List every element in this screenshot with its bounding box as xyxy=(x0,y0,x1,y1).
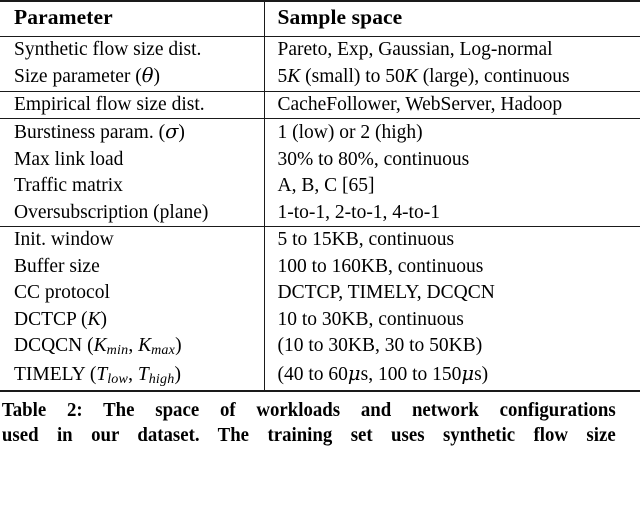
table-row: Max link load 30% to 80%, continuous xyxy=(0,146,640,174)
table-row: Burstiness param. (σ) 1 (low) or 2 (high… xyxy=(0,118,640,147)
parameter-label: Max link load xyxy=(14,148,124,170)
parameter-label: Synthetic flow size dist. xyxy=(14,38,202,60)
table-row: Size parameter (θ) 5K (small) to 50K (la… xyxy=(0,63,640,91)
parameter-label: Traffic matrix xyxy=(14,175,123,196)
cell-parameter: Init. window xyxy=(0,226,265,254)
cell-parameter: DCQCN (Kmin, Kmax) xyxy=(0,333,265,362)
cell-sample-space: 100 to 160KB, continuous xyxy=(264,254,640,281)
cell-sample-space: (10 to 30KB, 30 to 50KB) xyxy=(264,333,640,361)
cell-parameter: Oversubscription (plane) xyxy=(0,199,265,227)
caption-line-2: used in our dataset. The training set us… xyxy=(1,425,616,447)
caption-line-1-text: The space of workloads and network confi… xyxy=(103,400,616,422)
header-cell-parameter: Parameter xyxy=(0,0,265,36)
cell-parameter: DCTCP (K) xyxy=(0,306,265,333)
sample-space-value: (10 to 30KB, 30 to 50KB) xyxy=(277,335,483,356)
cell-sample-space: 10 to 30KB, continuous xyxy=(264,307,640,334)
cell-sample-space: 30% to 80%, continuous xyxy=(264,147,640,174)
sigma-symbol: σ xyxy=(165,120,179,143)
parameter-label: DCTCP (K) xyxy=(14,308,108,330)
parameter-label: Oversubscription (plane) xyxy=(14,201,209,223)
sample-space-value: 1-to-1, 2-to-1, 4-to-1 xyxy=(277,201,440,223)
table-row: Init. window 5 to 15KB, continuous xyxy=(0,226,640,254)
sample-space-value: 1 (low) or 2 (high) xyxy=(277,122,423,143)
parameter-sample-space-table: Parameter Sample space Synthetic flow si… xyxy=(0,0,640,391)
cell-parameter: CC protocol xyxy=(0,280,265,307)
cell-parameter: Buffer size xyxy=(0,253,265,280)
table-row: Oversubscription (plane) 1-to-1, 2-to-1,… xyxy=(0,199,640,227)
sample-space-value: A, B, C [65] xyxy=(277,175,375,196)
cell-parameter: Synthetic flow size dist. xyxy=(0,35,265,63)
cell-sample-space: CacheFollower, WebServer, Hadoop xyxy=(264,90,640,119)
cell-sample-space: 5 to 15KB, continuous xyxy=(264,226,640,254)
cell-parameter: Max link load xyxy=(0,146,265,173)
parameter-label: DCQCN (Kmin, Kmax) xyxy=(14,335,182,359)
table-row: Empirical flow size dist. CacheFollower,… xyxy=(0,90,640,119)
table-row: Buffer size 100 to 160KB, continuous xyxy=(0,253,640,281)
parameter-label: Empirical flow size dist. xyxy=(14,93,205,115)
cell-sample-space: 1-to-1, 2-to-1, 4-to-1 xyxy=(264,200,640,227)
header-cell-sample-space: Sample space xyxy=(264,0,640,36)
cell-sample-space: Pareto, Exp, Gaussian, Log-normal xyxy=(264,35,640,63)
parameter-label: Burstiness param. (σ) xyxy=(14,120,185,143)
cell-sample-space: A, B, C [65] xyxy=(264,173,640,200)
parameter-label: TIMELY (Tlow, Thigh) xyxy=(14,364,181,388)
theta-symbol: θ xyxy=(141,64,154,87)
caption-line-1: Table 2: The space of workloads and netw… xyxy=(2,399,616,424)
cell-parameter: Empirical flow size dist. xyxy=(0,90,265,119)
table-row: TIMELY (Tlow, Thigh) (40 to 60μs, 100 to… xyxy=(0,361,640,391)
header-label-parameter: Parameter xyxy=(14,5,113,29)
parameter-label: Size parameter (θ) xyxy=(14,64,161,87)
table-row: DCTCP (K) 10 to 30KB, continuous xyxy=(0,306,640,334)
sample-space-value: 5K (small) to 50K (large), continuous xyxy=(277,66,570,87)
sample-space-value: (40 to 60μs, 100 to 150μs) xyxy=(277,362,489,386)
sample-space-value: CacheFollower, WebServer, Hadoop xyxy=(277,93,563,115)
cell-sample-space: (40 to 60μs, 100 to 150μs) xyxy=(264,361,640,390)
sample-space-value: 5 to 15KB, continuous xyxy=(277,229,455,250)
cell-parameter: Burstiness param. (σ) xyxy=(0,118,265,147)
sample-space-value: 30% to 80%, continuous xyxy=(277,148,470,170)
cell-parameter: Size parameter (θ) xyxy=(0,63,265,91)
cell-parameter: Traffic matrix xyxy=(0,173,265,200)
table-row: CC protocol DCTCP, TIMELY, DCQCN xyxy=(0,280,640,307)
table-caption: Table 2: The space of workloads and netw… xyxy=(0,392,618,449)
parameter-label: CC protocol xyxy=(14,282,110,303)
table-row: Traffic matrix A, B, C [65] xyxy=(0,173,640,200)
cell-sample-space: DCTCP, TIMELY, DCQCN xyxy=(264,280,640,307)
sample-space-value: 10 to 30KB, continuous xyxy=(277,308,464,330)
cell-sample-space: 1 (low) or 2 (high) xyxy=(264,118,640,147)
parameter-label: Init. window xyxy=(14,229,114,250)
k-symbol: K xyxy=(87,308,101,330)
header-label-sample-space: Sample space xyxy=(277,5,403,29)
sample-space-value: DCTCP, TIMELY, DCQCN xyxy=(277,282,495,303)
table-header-row: Parameter Sample space xyxy=(0,0,640,36)
caption-prefix: Table 2: xyxy=(1,400,83,422)
sample-space-value: 100 to 160KB, continuous xyxy=(277,255,484,277)
sample-space-value: Pareto, Exp, Gaussian, Log-normal xyxy=(277,38,553,60)
table-bottom-rule xyxy=(0,390,640,393)
cell-sample-space: 5K (small) to 50K (large), continuous xyxy=(264,63,640,91)
cell-parameter: TIMELY (Tlow, Thigh) xyxy=(0,361,265,391)
table-row: DCQCN (Kmin, Kmax) (10 to 30KB, 30 to 50… xyxy=(0,333,640,362)
parameter-label: Buffer size xyxy=(14,255,100,277)
table-row: Synthetic flow size dist. Pareto, Exp, G… xyxy=(0,35,640,63)
